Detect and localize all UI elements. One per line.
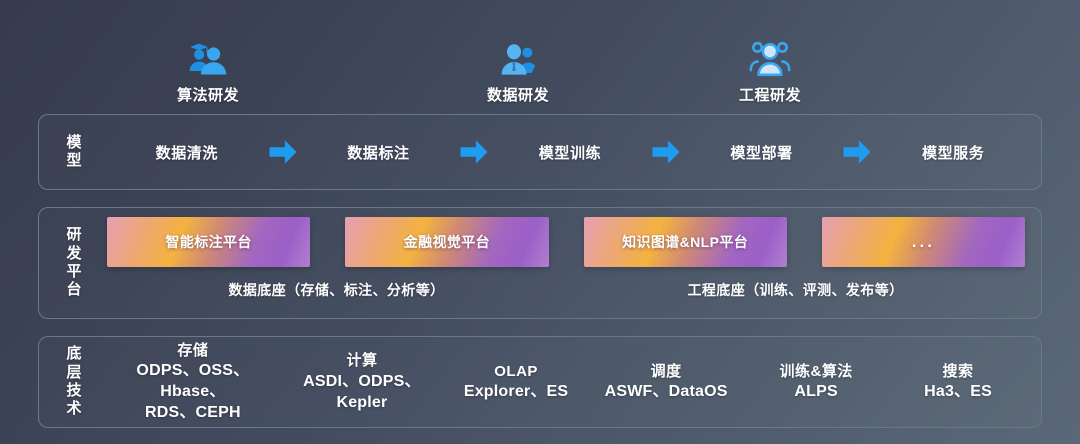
platform-row-label-char: 研 <box>66 226 82 244</box>
tech-column-items: Ha3、ES <box>924 383 992 401</box>
tech-column-storage: 存储 ODPS、OSS、Hbase、RDS、CEPH <box>107 341 279 424</box>
tech-column-title: 计算 <box>346 352 378 370</box>
tech-column-items: ASWF、DataOS <box>604 383 728 401</box>
right-arrow-icon <box>456 139 492 165</box>
tech-row-label-char: 层 <box>66 363 82 381</box>
platform-card[interactable]: 知识图谱&NLP平台 <box>583 217 787 267</box>
role-algorithm-rd: 算法研发 <box>133 36 283 105</box>
right-arrow-icon <box>648 139 684 165</box>
pipeline-step: 模型训练 <box>538 144 602 162</box>
right-arrow-icon <box>839 139 875 165</box>
model-row-label: 模 型 <box>57 115 91 189</box>
platform-row-panel: 研 发 平 台 智能标注平台 金融视觉平台 知识图谱&NLP平台 ... <box>38 207 1042 319</box>
tech-column-title: 训练&算法 <box>779 362 853 380</box>
platform-bases: 数据底座（存储、标注、分析等） 工程底座（训练、评测、发布等） <box>107 280 1025 300</box>
people-group-outline-icon <box>695 36 845 80</box>
tech-column-items: ODPS、OSS、Hbase、RDS、CEPH <box>136 362 250 422</box>
tech-column-title: 存储 <box>177 341 209 359</box>
role-engineering-rd: 工程研发 <box>695 36 845 105</box>
roles-row: 算法研发 <box>0 36 1080 110</box>
person-with-group-icon <box>443 36 593 80</box>
model-pipeline: 数据清洗 数据标注 模型训练 模型部署 <box>109 115 1031 189</box>
two-people-scholar-icon <box>133 36 283 80</box>
platform-cards: 智能标注平台 金融视觉平台 知识图谱&NLP平台 ... <box>107 217 1025 267</box>
pipeline-step: 模型服务 <box>921 144 985 162</box>
platform-card-label: 知识图谱&NLP平台 <box>622 234 749 250</box>
platform-card-label: 金融视觉平台 <box>403 234 491 250</box>
model-row-panel: 模 型 数据清洗 数据标注 模型训练 模型部署 <box>38 114 1042 190</box>
model-row-label-char: 型 <box>66 152 82 169</box>
tech-column-title: 调度 <box>650 362 682 380</box>
tech-column-training-algorithm: 训练&算法 ALPS <box>745 362 887 403</box>
platform-card-more[interactable]: ... <box>821 217 1025 267</box>
pipeline-step: 数据标注 <box>347 144 410 162</box>
tech-column-compute: 计算 ASDI、ODPS、Kepler <box>279 351 445 413</box>
tech-column-olap: OLAP Explorer、ES <box>445 362 587 403</box>
platform-row-label-char: 台 <box>66 281 82 299</box>
platform-row-label-char: 平 <box>66 263 82 280</box>
platform-card[interactable]: 智能标注平台 <box>107 217 311 267</box>
platform-card-label: 智能标注平台 <box>165 234 252 250</box>
tech-column-title: 搜索 <box>942 362 974 380</box>
tech-column-search: 搜索 Ha3、ES <box>887 362 1029 403</box>
role-label: 数据研发 <box>486 87 549 104</box>
role-label: 算法研发 <box>176 87 239 104</box>
tech-column-items: ALPS <box>794 383 838 401</box>
tech-row-label-char: 底 <box>66 345 82 363</box>
platform-card-label: ... <box>911 232 935 251</box>
platform-content: 智能标注平台 金融视觉平台 知识图谱&NLP平台 ... 数据底座（存储、标注、… <box>107 208 1025 318</box>
tech-row-label: 底 层 技 术 <box>57 337 91 427</box>
role-label: 工程研发 <box>738 87 801 104</box>
tech-row-label-char: 技 <box>66 382 82 399</box>
pipeline-step: 数据清洗 <box>155 144 218 162</box>
tech-columns: 存储 ODPS、OSS、Hbase、RDS、CEPH 计算 ASDI、ODPS、… <box>107 337 1029 427</box>
platform-row-label-char: 发 <box>66 244 82 262</box>
tech-column-schedule: 调度 ASWF、DataOS <box>587 362 745 403</box>
tech-column-items: Explorer、ES <box>463 383 569 401</box>
right-arrow-icon <box>265 139 301 165</box>
platform-base-label: 工程底座（训练、评测、发布等） <box>687 282 904 298</box>
tech-column-items: ASDI、ODPS、Kepler <box>303 372 421 411</box>
tech-row-label-char: 术 <box>66 400 82 418</box>
tech-column-title: OLAP <box>494 362 538 380</box>
platform-row-label: 研 发 平 台 <box>57 208 91 318</box>
role-data-rd: 数据研发 <box>443 36 593 105</box>
platform-base-label: 数据底座（存储、标注、分析等） <box>228 282 445 298</box>
platform-card[interactable]: 金融视觉平台 <box>345 217 549 267</box>
tech-row-panel: 底 层 技 术 存储 ODPS、OSS、Hbase、RDS、CEPH 计算 AS… <box>38 336 1042 428</box>
model-row-label-char: 模 <box>66 133 82 151</box>
pipeline-step: 模型部署 <box>730 144 793 162</box>
